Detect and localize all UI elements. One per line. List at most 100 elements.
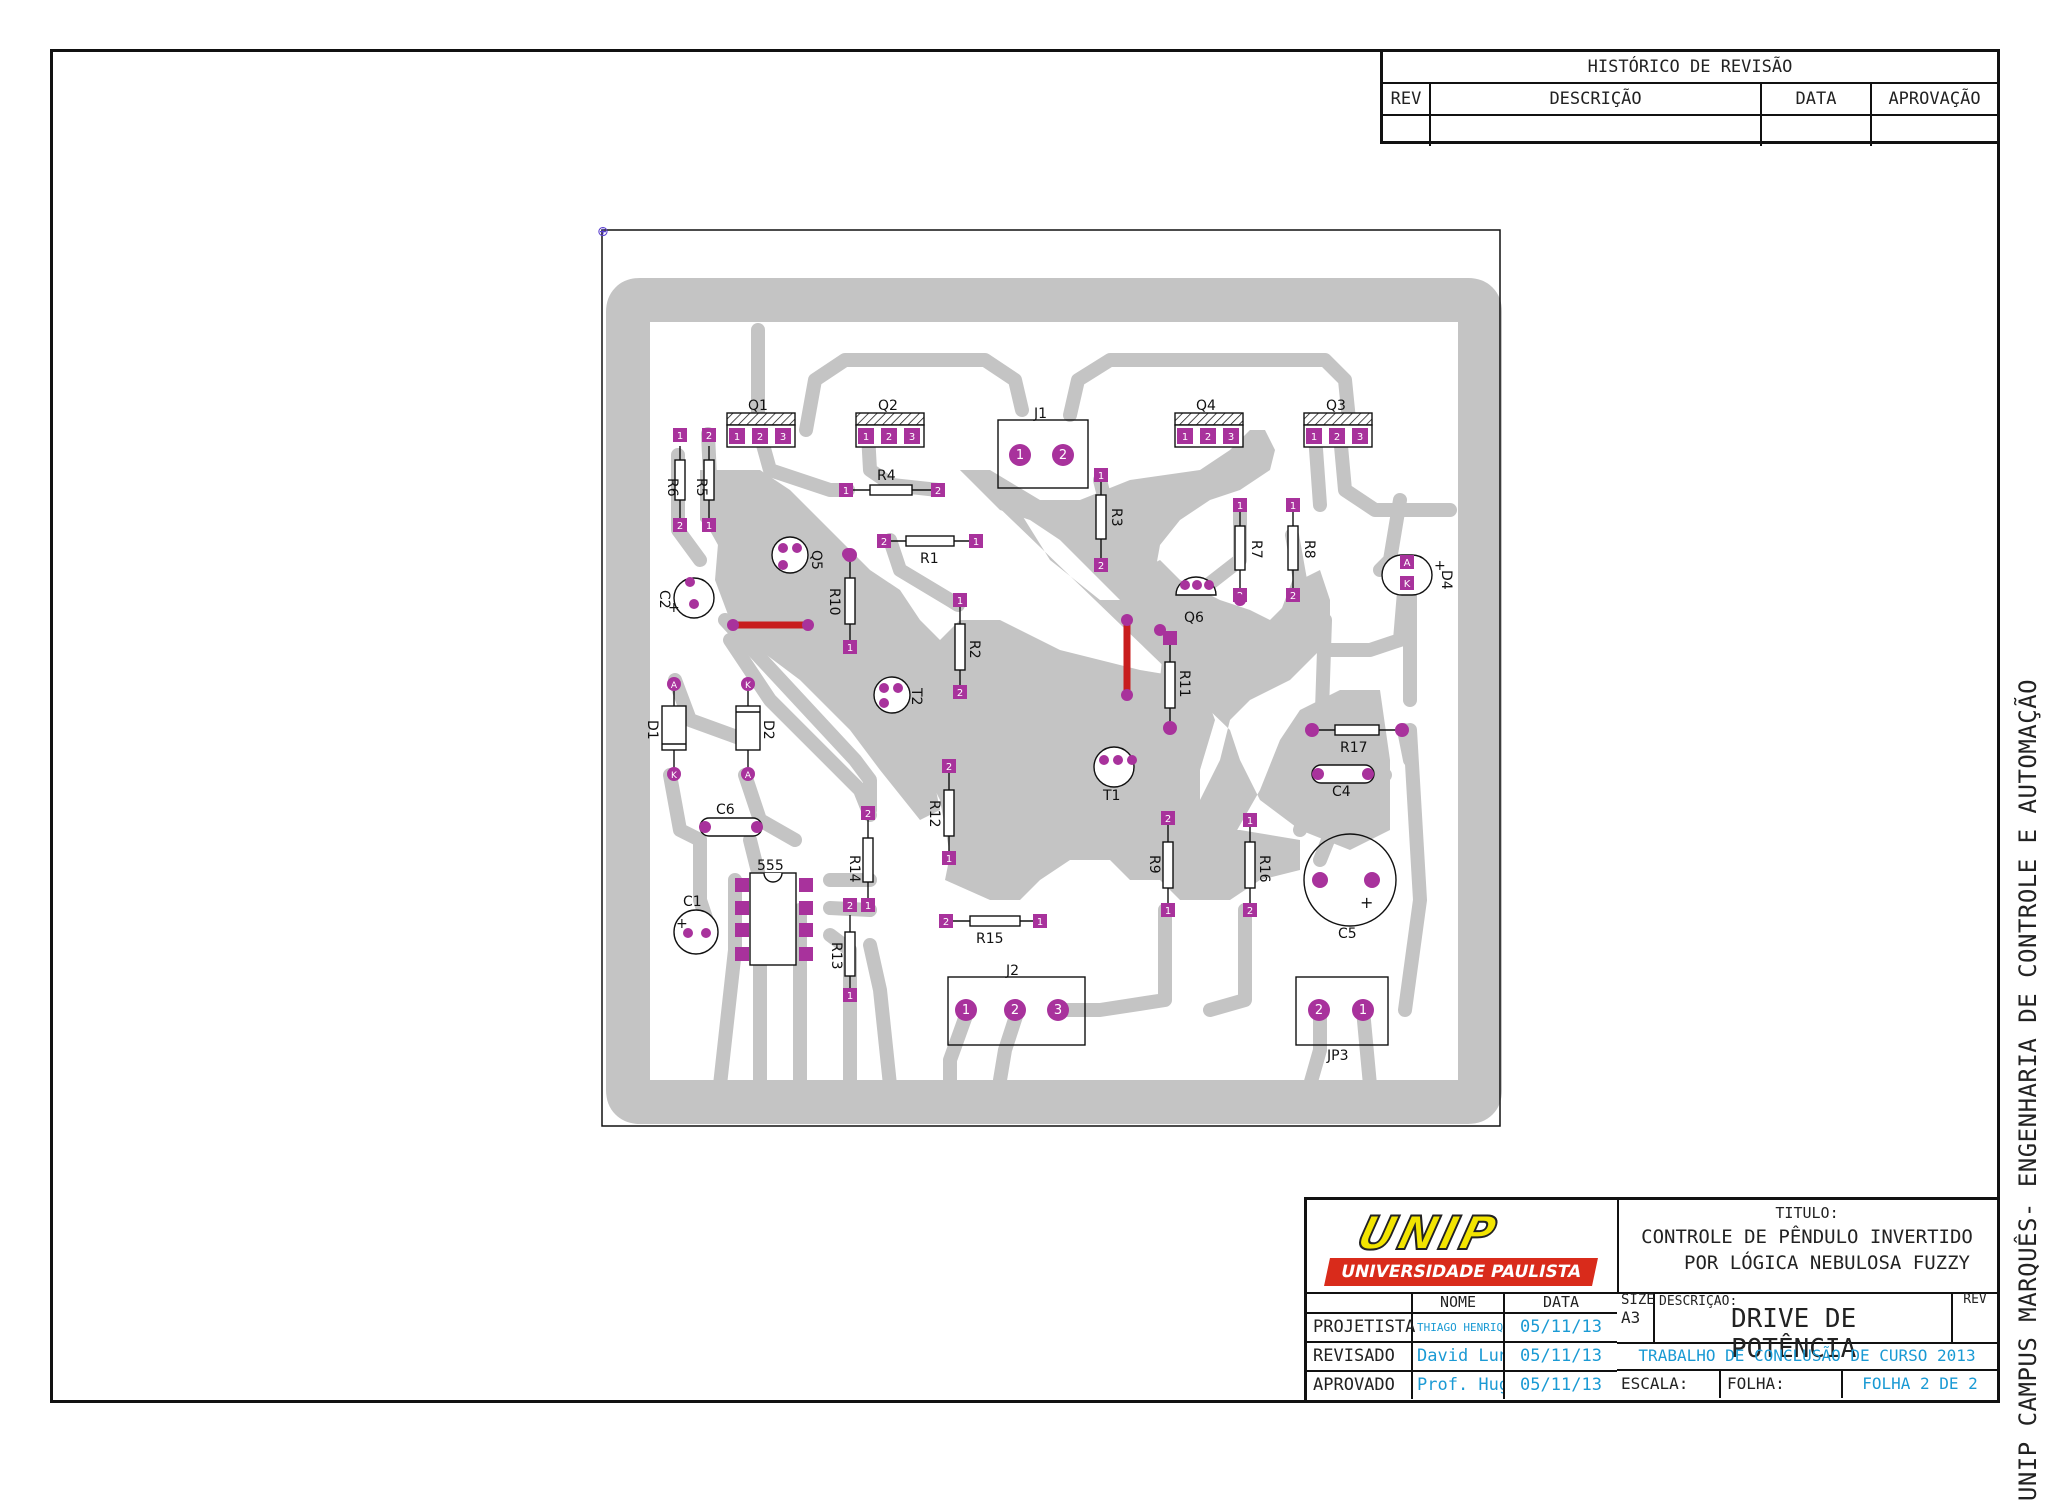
pad-number: 1 bbox=[1037, 917, 1043, 928]
round-pad bbox=[1113, 755, 1123, 765]
square-pad bbox=[881, 428, 897, 444]
description-column-header: DESCRIÇÃO bbox=[1431, 84, 1762, 114]
resistor-r4: R4 bbox=[846, 468, 938, 496]
r4-label: R4 bbox=[877, 468, 896, 484]
square-pad bbox=[1094, 468, 1108, 482]
square-pad bbox=[1243, 903, 1257, 917]
descricao-value: DRIVE DE POTÊNCIA bbox=[1731, 1304, 1857, 1364]
pad-number: 1 bbox=[677, 431, 683, 442]
resistor-r15: R15 bbox=[948, 915, 1040, 947]
square-pad bbox=[799, 923, 813, 937]
q1-label: Q1 bbox=[748, 398, 768, 414]
trace bbox=[1063, 353, 1357, 437]
pad-number: 2 bbox=[1059, 448, 1067, 463]
pad-number: 2 bbox=[706, 431, 712, 442]
date-column-header: DATA bbox=[1762, 84, 1872, 114]
r14-label: R14 bbox=[846, 855, 862, 883]
pad-number: 1 bbox=[1290, 501, 1296, 512]
pad-number: A bbox=[671, 681, 678, 691]
pad-number: 1 bbox=[1016, 448, 1024, 463]
r10-label: R10 bbox=[826, 588, 842, 616]
c1-label: C1 bbox=[683, 894, 702, 910]
pad-number: 3 bbox=[1054, 1003, 1062, 1018]
pad-number: 1 bbox=[847, 643, 853, 654]
round-pad bbox=[683, 928, 693, 938]
data-header: DATA bbox=[1542, 1293, 1580, 1311]
projetista-name: THIAGO HENRIQUE bbox=[1413, 1314, 1505, 1341]
square-pad bbox=[1306, 428, 1322, 444]
trace bbox=[861, 427, 945, 497]
t1-label: T1 bbox=[1102, 788, 1120, 804]
connector-j1: J1 bbox=[997, 406, 1089, 489]
diode-d2: D2 bbox=[735, 686, 776, 772]
resistor-r14: R14 bbox=[846, 815, 874, 905]
square-pad bbox=[939, 914, 953, 928]
round-pad bbox=[1308, 999, 1330, 1021]
round-pad bbox=[1234, 594, 1246, 606]
copper-pour-upper bbox=[960, 430, 1275, 600]
square-pad bbox=[861, 806, 875, 820]
round-pad bbox=[667, 767, 681, 781]
q3-label: Q3 bbox=[1326, 398, 1346, 414]
round-pad bbox=[1352, 999, 1374, 1021]
trace bbox=[799, 353, 1029, 437]
unip-logo: UNIP UNIVERSIDADE PAULISTA bbox=[1307, 1200, 1619, 1294]
square-pad bbox=[702, 518, 716, 532]
pad-number: 2 bbox=[1165, 814, 1171, 825]
trace bbox=[943, 1003, 975, 1092]
square-pad bbox=[752, 428, 768, 444]
square-pad bbox=[1094, 558, 1108, 572]
square-pad bbox=[1243, 813, 1257, 827]
transistor-t1 bbox=[1093, 746, 1135, 788]
round-pad bbox=[699, 821, 711, 833]
square-pad bbox=[1400, 576, 1414, 590]
pad-number: 2 bbox=[957, 688, 963, 699]
square-pad bbox=[1286, 498, 1300, 512]
square-pad bbox=[858, 428, 874, 444]
round-pad bbox=[792, 543, 802, 553]
trace bbox=[663, 768, 707, 847]
title-label: TITULO: bbox=[1775, 1204, 1839, 1222]
pad-number: 1 bbox=[1359, 1003, 1367, 1018]
pad-number: 1 bbox=[706, 521, 712, 532]
blank-cell bbox=[1307, 1292, 1413, 1312]
round-pad bbox=[1312, 768, 1324, 780]
nome-header: NOME bbox=[1413, 1292, 1505, 1312]
pad-number: 1 bbox=[734, 432, 740, 443]
pad-number: K bbox=[1404, 579, 1411, 590]
round-pad bbox=[741, 767, 755, 781]
square-pad bbox=[1033, 914, 1047, 928]
revision-history-title: HISTÓRICO DE REVISÃO bbox=[1383, 52, 1997, 84]
r2-label: R2 bbox=[966, 640, 982, 659]
round-pad bbox=[802, 950, 808, 956]
round-pad bbox=[778, 543, 788, 553]
revisado-label: REVISADO bbox=[1307, 1343, 1413, 1370]
square-pad bbox=[673, 428, 687, 442]
trace bbox=[713, 873, 742, 1092]
pad-number: 2 bbox=[881, 537, 887, 548]
pad-number: 2 bbox=[1205, 432, 1211, 443]
resistor-r17: R17 bbox=[1312, 724, 1402, 756]
size-value: A3 bbox=[1621, 1308, 1641, 1327]
trace bbox=[1203, 903, 1252, 1017]
revision-history-table: HISTÓRICO DE REVISÃO REV DESCRIÇÃO DATA … bbox=[1380, 49, 2000, 146]
square-pad bbox=[942, 851, 956, 865]
pad-number: 1 bbox=[1247, 816, 1253, 827]
round-pad bbox=[1204, 580, 1214, 590]
r7-label: R7 bbox=[1248, 540, 1264, 559]
r3-label: R3 bbox=[1108, 508, 1124, 527]
folha-value: FOLHA 2 DE 2 bbox=[1862, 1374, 1978, 1393]
pad-number: 1 bbox=[1165, 906, 1171, 917]
round-pad bbox=[842, 548, 854, 560]
drawing-sheet-border bbox=[50, 49, 2000, 1403]
pad-number: 1 bbox=[957, 596, 963, 607]
r6-label: R6 bbox=[664, 478, 680, 497]
logo-wordmark: UNIP bbox=[1351, 1205, 1505, 1261]
connector-j2: J2 bbox=[947, 963, 1086, 1046]
square-pad bbox=[839, 483, 853, 497]
r5-label: R5 bbox=[693, 478, 709, 497]
j2-label: J2 bbox=[1005, 963, 1019, 979]
pad-number: 2 bbox=[1334, 432, 1340, 443]
round-pad bbox=[1009, 444, 1031, 466]
square-pad bbox=[1161, 811, 1175, 825]
